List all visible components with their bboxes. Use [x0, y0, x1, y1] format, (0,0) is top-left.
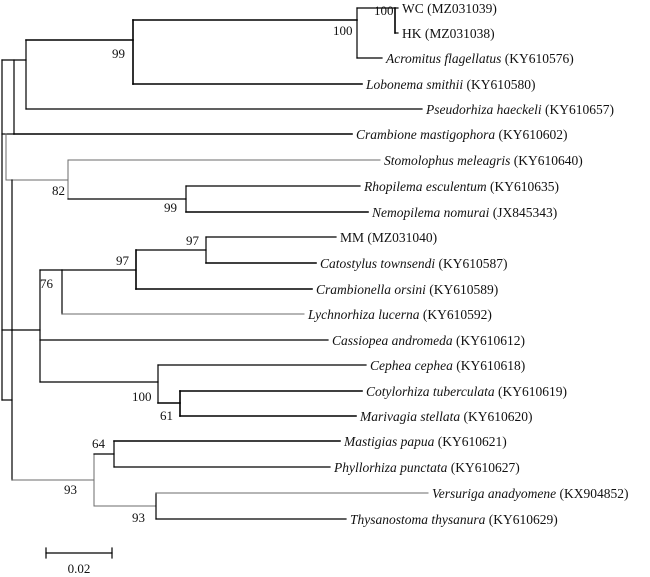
tip-label-hk: HK (MZ031038): [402, 26, 495, 41]
bootstrap-catostylus-crambionella: 97: [116, 253, 130, 268]
tip-label-crambione: Crambione mastigophora (KY610602): [356, 127, 568, 142]
taxon-name-phyllorhiza: Phyllorhiza punctata: [333, 460, 448, 475]
tip-label-nemopilema: Nemopilema nomurai (JX845343): [371, 205, 557, 220]
tip-label-pseudorhiza: Pseudorhiza haeckeli (KY610657): [425, 102, 614, 117]
bootstrap-mastigias-versuriga: 93: [64, 482, 77, 497]
tree-branches: [1, 7, 429, 520]
accession-crambionella: (KY610589): [426, 282, 498, 297]
bootstrap-values: 100 100 99 82 99 97 97 76 100 61 64 93 93: [40, 3, 394, 525]
accession-phyllorhiza: (KY610627): [447, 460, 519, 475]
scale-bar-label: 0.02: [68, 561, 91, 576]
taxon-name-cotylorhiza: Cotylorhiza tuberculata: [366, 384, 495, 399]
bootstrap-mm-catostylus: 97: [186, 233, 200, 248]
taxon-name-pseudorhiza: Pseudorhiza haeckeli: [425, 102, 542, 117]
taxon-name-mm: MM: [340, 230, 364, 245]
bootstrap-versuriga-thysanostoma: 93: [132, 510, 145, 525]
accession-stomolophus: (KY610640): [510, 153, 582, 168]
tip-label-versuriga: Versuriga anadyomene (KX904852): [432, 486, 628, 501]
taxon-name-nemopilema: Nemopilema nomurai: [371, 205, 490, 220]
accession-lobonema: (KY610580): [463, 77, 535, 92]
tip-label-rhopilema: Rhopilema esculentum (KY610635): [363, 179, 559, 194]
accession-mm: (MZ031040): [364, 230, 437, 245]
accession-crambione: (KY610602): [495, 127, 567, 142]
tip-label-cephea: Cephea cephea (KY610618): [370, 358, 525, 373]
taxon-name-rhopilema: Rhopilema esculentum: [363, 179, 487, 194]
tip-label-cassiopea: Cassiopea andromeda (KY610612): [332, 333, 525, 348]
bootstrap-lychnorhiza-group: 76: [40, 276, 54, 291]
tip-label-thysanostoma: Thysanostoma thysanura (KY610629): [350, 512, 558, 527]
bootstrap-rhopilema-nemopilema: 99: [164, 200, 177, 215]
bootstrap-wc-hk-acromitus: 100: [333, 23, 353, 38]
taxon-name-hk: HK: [402, 26, 422, 41]
taxon-name-acromitus: Acromitus flagellatus: [385, 51, 501, 66]
bootstrap-mastigias-phyllorhiza: 64: [92, 436, 106, 451]
accession-acromitus: (KY610576): [501, 51, 573, 66]
tip-label-wc: WC (MZ031039): [402, 1, 497, 16]
tip-label-cotylorhiza: Cotylorhiza tuberculata (KY610619): [366, 384, 567, 399]
accession-marivagia: (KY610620): [460, 409, 532, 424]
accession-rhopilema: (KY610635): [487, 179, 559, 194]
accession-nemopilema: (JX845343): [489, 205, 557, 220]
accession-cotylorhiza: (KY610619): [495, 384, 567, 399]
accession-hk: (MZ031038): [422, 26, 495, 41]
taxon-name-lobonema: Lobonema smithii: [365, 77, 463, 92]
tip-label-mm: MM (MZ031040): [340, 230, 437, 245]
taxon-name-cephea: Cephea cephea: [370, 358, 453, 373]
tip-label-mastigias: Mastigias papua (KY610621): [343, 434, 507, 449]
accession-thysanostoma: (KY610629): [485, 512, 557, 527]
taxon-name-thysanostoma: Thysanostoma thysanura: [350, 512, 486, 527]
bootstrap-wc-hk: 100: [374, 3, 394, 18]
accession-versuriga: (KX904852): [556, 486, 628, 501]
taxon-name-wc: WC: [402, 1, 424, 16]
tip-label-lychnorhiza: Lychnorhiza lucerna (KY610592): [307, 307, 492, 322]
tip-label-acromitus: Acromitus flagellatus (KY610576): [385, 51, 574, 66]
accession-lychnorhiza: (KY610592): [419, 307, 491, 322]
tip-label-marivagia: Marivagia stellata (KY610620): [359, 409, 533, 424]
tip-label-crambionella: Crambionella orsini (KY610589): [316, 282, 498, 297]
tip-label-phyllorhiza: Phyllorhiza punctata (KY610627): [333, 460, 520, 475]
tip-label-stomolophus: Stomolophus meleagris (KY610640): [384, 153, 583, 168]
taxon-name-lychnorhiza: Lychnorhiza lucerna: [307, 307, 420, 322]
taxon-name-stomolophus: Stomolophus meleagris: [384, 153, 510, 168]
taxon-name-crambione: Crambione mastigophora: [356, 127, 495, 142]
taxon-name-mastigias: Mastigias papua: [343, 434, 435, 449]
accession-wc: (MZ031039): [424, 1, 497, 16]
taxon-name-cassiopea: Cassiopea andromeda: [332, 333, 453, 348]
bootstrap-cephea-group: 100: [132, 389, 152, 404]
taxon-name-crambionella: Crambionella orsini: [316, 282, 426, 297]
accession-mastigias: (KY610621): [434, 434, 506, 449]
accession-cassiopea: (KY610612): [453, 333, 525, 348]
bootstrap-acromitus-lobonema: 99: [112, 46, 125, 61]
tip-label-lobonema: Lobonema smithii (KY610580): [365, 77, 536, 92]
taxon-name-marivagia: Marivagia stellata: [359, 409, 460, 424]
accession-cephea: (KY610618): [453, 358, 525, 373]
tip-labels: WC (MZ031039)HK (MZ031038)Acromitus flag…: [307, 1, 628, 527]
taxon-name-catostylus: Catostylus townsendi: [320, 256, 435, 271]
scale-bar: 0.02: [45, 547, 113, 576]
accession-pseudorhiza: (KY610657): [542, 102, 614, 117]
accession-catostylus: (KY610587): [435, 256, 507, 271]
bootstrap-stomolophus-group: 82: [52, 183, 65, 198]
tip-label-catostylus: Catostylus townsendi (KY610587): [320, 256, 508, 271]
bootstrap-cotylorhiza-marivagia: 61: [160, 408, 173, 423]
taxon-name-versuriga: Versuriga anadyomene: [432, 486, 556, 501]
